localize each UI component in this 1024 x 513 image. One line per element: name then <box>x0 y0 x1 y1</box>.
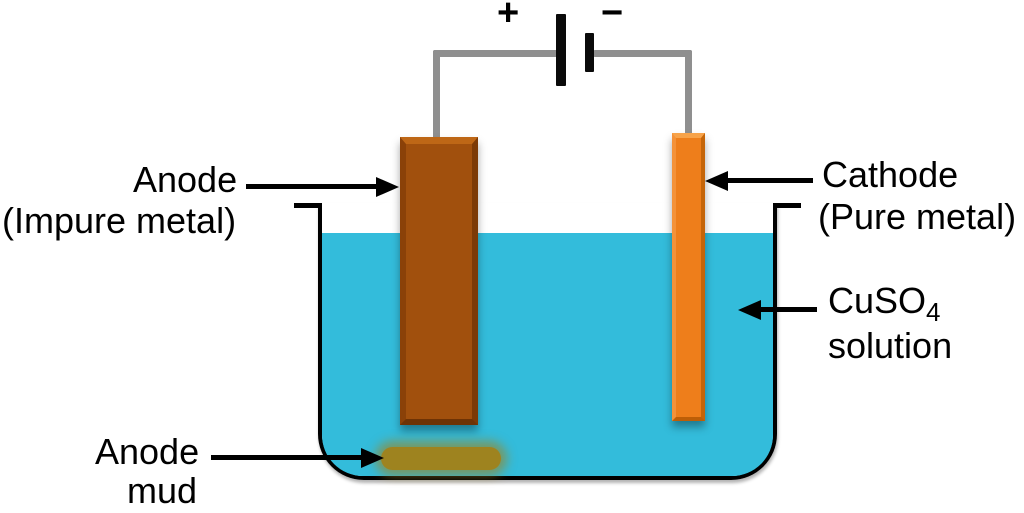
solution-formula-main: CuSO <box>828 280 927 321</box>
battery-long-plate-icon <box>556 14 566 86</box>
battery-short-plate-icon <box>585 33 594 72</box>
wire-top-right-horizontal <box>593 50 692 57</box>
cathode-electrode <box>672 133 705 421</box>
battery-plus-sign: + <box>497 0 520 34</box>
solution-label-formula: CuSO4 <box>828 280 941 326</box>
tank-rim-left <box>294 203 320 208</box>
anode-mud-arrowhead-icon <box>361 447 384 468</box>
anode-mud-label-line1: Anode <box>95 431 200 472</box>
solution-formula-subscript: 4 <box>926 297 941 328</box>
anode-label-line2: (Impure metal) <box>2 200 237 241</box>
cathode-arrow <box>705 170 813 191</box>
anode-electrode <box>400 137 478 425</box>
anode-mud-label-line2: mud <box>127 470 198 511</box>
battery-minus-sign: − <box>601 0 624 34</box>
solution-label-line2: solution <box>828 325 953 366</box>
anode-mud-arrow <box>211 447 384 468</box>
anode-arrow <box>246 176 399 197</box>
cathode-label-line1: Cathode <box>822 154 959 195</box>
anode-arrowhead-icon <box>376 176 399 197</box>
wire-left-vertical <box>433 50 440 140</box>
cathode-label-line2: (Pure metal) <box>818 196 1017 237</box>
solution-arrow <box>738 299 817 320</box>
tank-rim-right <box>775 203 801 208</box>
anode-mud-deposit <box>381 447 501 470</box>
solution-arrowhead-icon <box>738 299 761 320</box>
electrolysis-tank <box>318 203 777 480</box>
wire-right-vertical <box>685 50 692 137</box>
electrolyte-liquid <box>322 233 773 476</box>
wire-top-left-horizontal <box>433 50 558 57</box>
cathode-arrowhead-icon <box>705 170 728 191</box>
anode-label-line1: Anode <box>133 159 238 200</box>
